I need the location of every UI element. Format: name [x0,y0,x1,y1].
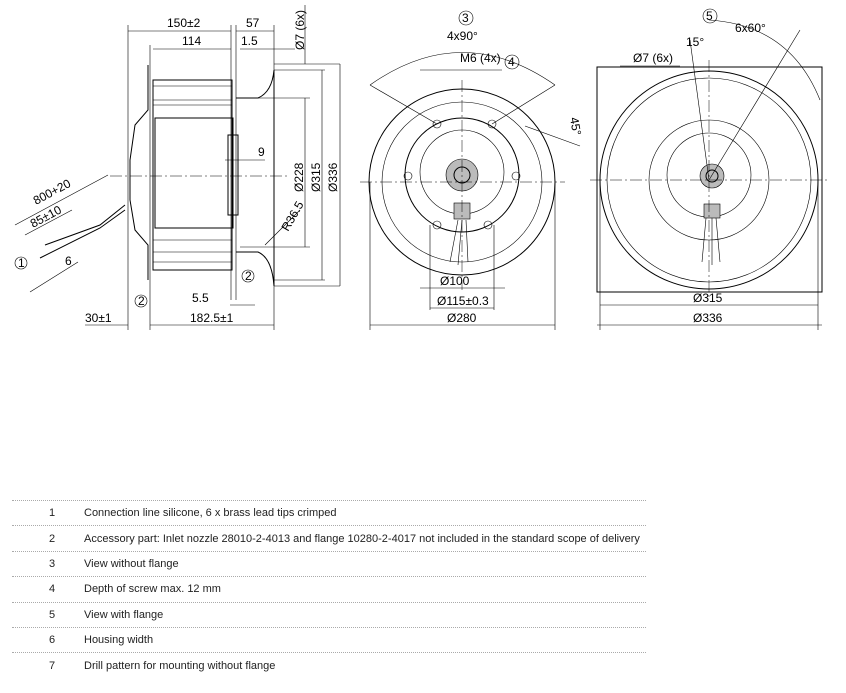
callout-1: 1 [18,256,25,270]
angle-15: 15° [686,35,704,49]
dim-114: 114 [182,34,201,48]
dim-800: 800+20 [31,176,74,207]
dim-336: Ø336 [326,162,340,192]
dim-hole-7: Ø7 (6x) [293,10,307,50]
dim-315: Ø315 [693,291,723,305]
callout-2: 2 [138,294,145,308]
note-text: View without flange [84,557,179,570]
side-view: 150±2 57 114 1.5 Ø7 (6x) 9 Ø228 Ø315 Ø33… [14,5,341,330]
dim-100: Ø100 [440,274,470,288]
callout-3: 3 [462,11,469,25]
technical-drawing: 150±2 57 114 1.5 Ø7 (6x) 9 Ø228 Ø315 Ø33… [14,5,830,330]
dim-182-5: 182.5±1 [190,311,234,325]
note-row: 5 View with flange [12,601,646,627]
dim-9: 9 [258,145,265,159]
dim-r36-5: R36.5 [278,198,306,233]
front-view: 3 4x90° M6 (4x) 4 45° Ø100 Ø115±0.3 Ø280 [360,10,584,330]
dim-85: 85±10 [28,203,64,231]
dim-315: Ø315 [309,162,323,192]
note-number: 5 [49,608,56,621]
angle-6x60: 6x60° [735,21,766,35]
dim-6: 6 [65,254,72,268]
dim-5-5: 5.5 [192,291,209,305]
angle-45: 45° [567,116,584,136]
dim-280: Ø280 [447,311,477,325]
note-text: Drill pattern for mounting without flang… [84,659,276,672]
note-text: Depth of screw max. 12 mm [84,583,221,596]
note-row: 2 Accessory part: Inlet nozzle 28010-2-40… [12,525,646,550]
callout-2: 2 [245,269,252,283]
dim-115: Ø115±0.3 [437,294,489,308]
callout-5: 5 [706,9,713,23]
note-row: 6 Housing width [12,626,646,652]
dim-1-5: 1.5 [241,34,258,48]
note-text: Accessory part: Inlet nozzle 28010-2-401… [84,532,640,545]
notes-table: 1 Connection line silicone, 6 x brass lea… [12,500,646,678]
note-row: 1 Connection line silicone, 6 x brass lea… [12,500,646,525]
dim-150: 150±2 [167,16,201,30]
note-number: 6 [49,634,56,647]
note-text: View with flange [84,608,164,621]
dim-30: 30±1 [85,311,112,325]
note-number: 7 [49,659,56,672]
note-row: 3 View without flange [12,550,646,576]
flange-view: 5 6x60° 15° Ø7 (6x) Ø315 Ø336 [590,8,830,330]
note-number: 1 [49,507,56,520]
angle-4x90: 4x90° [447,29,478,43]
note-text: Connection line silicone, 6 x brass lead… [84,507,337,520]
note-number: 3 [49,557,56,570]
note-number: 4 [49,583,56,596]
thread-m6: M6 (4x) [460,51,501,65]
dim-hole-7: Ø7 (6x) [633,51,673,65]
dim-57: 57 [246,16,260,30]
callout-4: 4 [508,55,515,69]
note-row: 7 Drill pattern for mounting without flan… [12,652,646,677]
dim-228: Ø228 [292,162,306,192]
dim-336: Ø336 [693,311,723,325]
note-number: 2 [49,532,56,545]
note-text: Housing width [84,634,154,647]
note-row: 4 Depth of screw max. 12 mm [12,576,646,601]
